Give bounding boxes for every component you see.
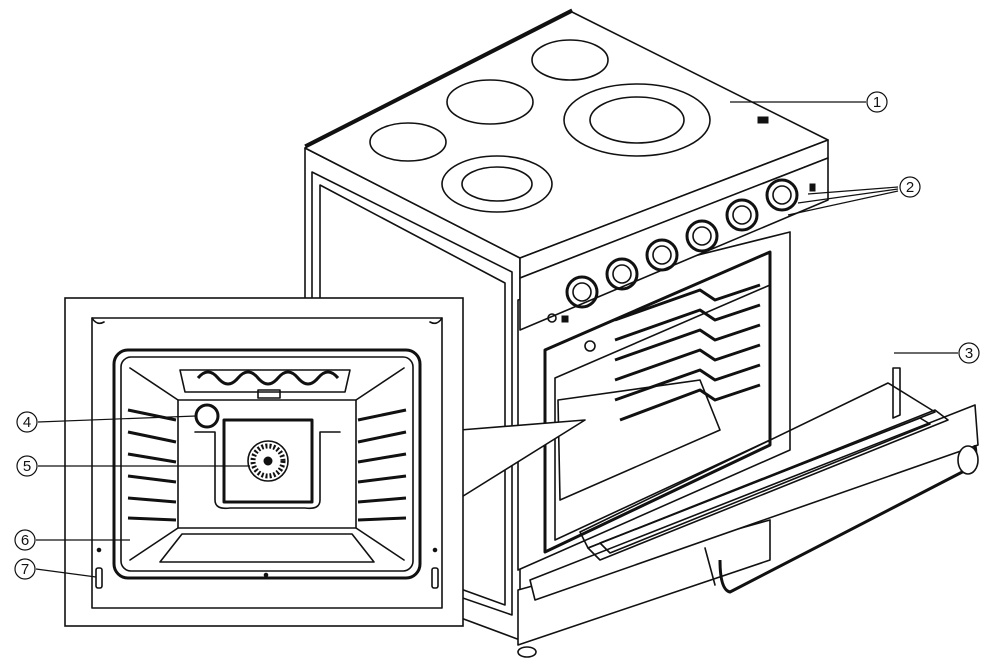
knob-6[interactable] (765, 178, 799, 212)
callout-7: 7 (14, 558, 36, 580)
oven-lamp (194, 403, 220, 429)
knob-2[interactable] (605, 257, 639, 291)
callout-2-label: 2 (906, 179, 914, 196)
fan-cover (247, 440, 289, 482)
callout-6: 6 (14, 529, 36, 551)
callout-2: 2 (899, 176, 921, 198)
right-rack-guides (357, 408, 407, 522)
callout-1-label: 1 (873, 94, 881, 111)
leader-lines (35, 101, 958, 578)
burner-large-inner (589, 96, 685, 144)
clip-left (95, 567, 103, 589)
clip-right (431, 567, 439, 589)
burner-back-left (369, 122, 447, 162)
burner-front-inner (461, 166, 533, 202)
callout-4-label: 4 (23, 414, 31, 431)
oven-door[interactable] (529, 367, 979, 601)
knob-4[interactable] (685, 219, 719, 253)
hob-indicator-icon (757, 116, 769, 124)
callout-7-label: 7 (21, 561, 29, 578)
burner-large-outer (563, 83, 711, 157)
left-rack-guides (127, 408, 177, 522)
callout-4: 4 (16, 411, 38, 433)
burner-back-center (446, 79, 534, 125)
callout-5-label: 5 (23, 458, 31, 475)
callout-6-label: 6 (21, 532, 29, 549)
burner-back-right (531, 39, 609, 81)
control-knobs[interactable] (565, 178, 799, 309)
callout-5: 5 (16, 455, 38, 477)
callout-1: 1 (866, 91, 888, 113)
burner-front-outer (441, 155, 553, 213)
control-panel (519, 157, 829, 331)
knob-3[interactable] (645, 238, 679, 272)
callout-3-label: 3 (965, 345, 973, 362)
oven-cavity (543, 250, 772, 554)
knob-5[interactable] (725, 198, 759, 232)
hob-top (304, 8, 829, 279)
callout-3: 3 (958, 342, 980, 364)
oven-interior-inset (64, 297, 464, 627)
knob-1[interactable] (565, 275, 599, 309)
